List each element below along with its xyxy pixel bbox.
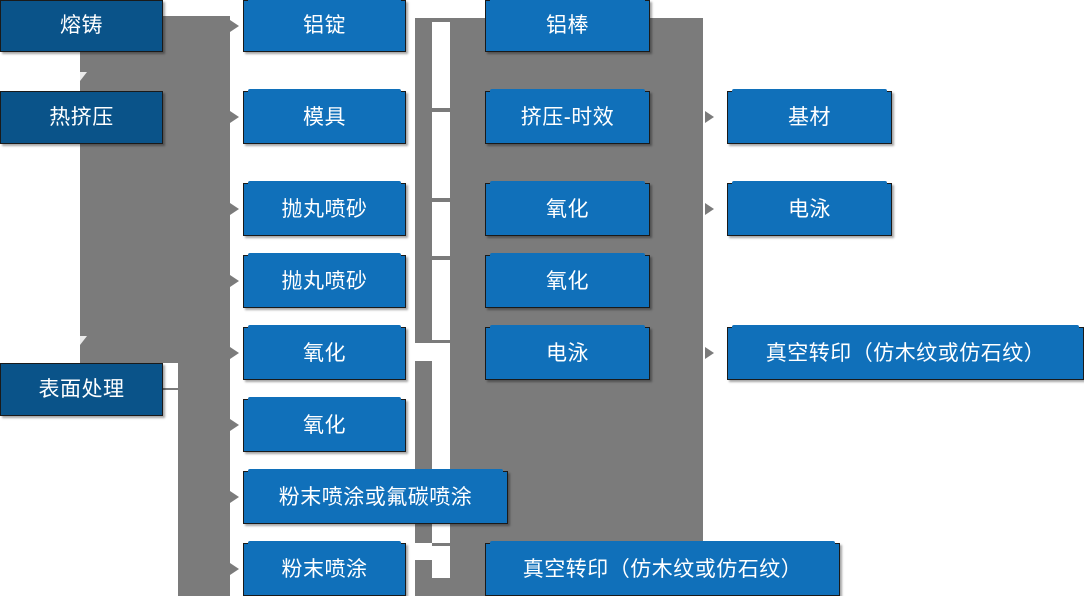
process-box-oxidation-2[interactable]: 氧化 [243,397,406,452]
bracket-slot-1 [432,22,450,108]
output-box-vacuum-transfer[interactable]: 真空转印（仿木纹或仿石纹） [727,325,1084,380]
process-box-shot-blasting-2[interactable]: 抛丸喷砂 [243,253,406,308]
connector-down-marker-melting [73,72,87,81]
process-box-powder-coating[interactable]: 粉末喷涂 [243,541,406,596]
arrow-to-output-substrate [705,111,714,123]
arrow-to-output-vacuum-transfer [705,347,714,359]
connector-surface-treatment-link [163,388,181,390]
arrow-to-process-3 [230,203,239,215]
arrow-to-process-8 [230,563,239,575]
process-label: 铝锭 [303,14,346,38]
arrow-to-process-7 [230,491,239,503]
arrow-to-process-4 [230,275,239,287]
detail-box-vacuum-transfer[interactable]: 真空转印（仿木纹或仿石纹） [485,541,840,596]
stage-label: 表面处理 [38,377,125,401]
detail-label: 氧化 [546,269,589,293]
bracket-slot-2 [432,112,450,198]
process-box-aluminum-ingot[interactable]: 铝锭 [243,0,406,52]
connector-process-to-detail-spine [415,18,432,543]
process-label: 粉末喷涂或氟碳喷涂 [278,485,473,509]
detail-box-oxidation-1[interactable]: 氧化 [485,181,650,236]
process-label: 抛丸喷砂 [281,197,368,221]
output-label: 真空转印（仿木纹或仿石纹） [765,341,1046,365]
detail-box-aluminum-rod[interactable]: 铝棒 [485,0,650,52]
process-box-mold[interactable]: 模具 [243,89,406,144]
process-label: 模具 [303,105,346,129]
bracket-slot-3 [432,202,450,256]
stage-label: 热挤压 [49,105,114,129]
detail-box-electrophoresis[interactable]: 电泳 [485,325,650,380]
process-box-shot-blasting-1[interactable]: 抛丸喷砂 [243,181,406,236]
process-label: 抛丸喷砂 [281,269,368,293]
stage-box-hot-extrusion[interactable]: 热挤压 [0,91,163,144]
stage-box-surface-treatment[interactable]: 表面处理 [0,363,163,416]
output-box-substrate[interactable]: 基材 [727,89,892,144]
detail-label: 真空转印（仿木纹或仿石纹） [522,557,803,581]
output-label: 基材 [788,105,831,129]
stage-label: 熔铸 [60,14,103,38]
detail-label: 氧化 [546,197,589,221]
arrow-to-output-electrophoresis [705,203,714,215]
bracket-slot-7 [432,546,450,578]
detail-label: 电泳 [546,341,589,365]
arrow-to-process-2 [230,111,239,123]
process-box-oxidation-1[interactable]: 氧化 [243,325,406,380]
process-box-powder-or-fluorocarbon[interactable]: 粉末喷涂或氟碳喷涂 [243,469,508,524]
arrow-to-process-5 [230,347,239,359]
arrow-to-process-6 [230,419,239,431]
connector-stage-to-process-upper [80,16,230,363]
bracket-gap-bottom [415,543,432,560]
connector-process-to-detail-spine-bottom [415,560,432,596]
bracket-slot-4 [432,260,450,340]
bracket-slot-5 [415,343,450,361]
connector-stage-to-process-lower [178,363,230,596]
stage-box-melting-casting[interactable]: 熔铸 [0,0,163,52]
process-label: 氧化 [303,413,346,437]
detail-box-extrusion-aging[interactable]: 挤压-时效 [485,89,650,144]
detail-label: 铝棒 [546,14,589,38]
connector-down-marker-surface [73,336,87,345]
arrow-to-process-1 [230,20,239,32]
detail-box-oxidation-2[interactable]: 氧化 [485,253,650,308]
process-label: 氧化 [303,341,346,365]
detail-label: 挤压-时效 [520,105,615,129]
process-label: 粉末喷涂 [281,557,368,581]
output-box-electrophoresis[interactable]: 电泳 [727,181,892,236]
output-label: 电泳 [788,197,831,221]
